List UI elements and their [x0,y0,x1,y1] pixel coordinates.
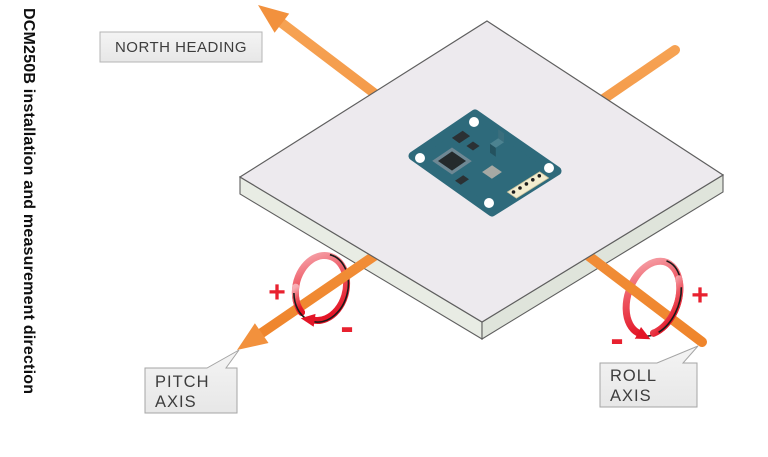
roll-axis-label-box: ROLL AXIS [599,345,699,408]
page-title: DCM250B installation and measurement dir… [20,8,37,395]
pitch-plus-sign: + [268,276,286,309]
north-arrowhead-icon [258,5,290,33]
roll-plus-sign: + [691,279,709,312]
pitch-axis-label-line1: PITCH [155,373,210,391]
pitch-axis-label-line2: AXIS [155,393,197,411]
north-heading-label: NORTH HEADING [115,39,247,56]
roll-minus-sign: - [610,317,623,361]
pcb-mounting-holes [415,117,554,208]
roll-rotation-arrowhead-icon [634,327,651,340]
pcb-board [408,109,562,217]
pcb-connector [506,171,550,199]
roll-rotation-ring-front [634,275,684,340]
roll-axis-label-line1: ROLL [610,367,657,385]
pitch-rotation-ring-front [291,283,316,327]
platform-side-faces [239,174,724,340]
roll-axis-label-line2: AXIS [610,387,652,405]
pitch-axis-label-box: PITCH AXIS [144,349,240,414]
pitch-rotation-arrowhead-icon [300,313,316,327]
pitch-minus-sign: - [340,305,353,349]
pitch-arrowhead-icon [237,323,269,350]
pcb-components [432,129,550,199]
north-heading-label-box: NORTH HEADING [99,31,263,63]
